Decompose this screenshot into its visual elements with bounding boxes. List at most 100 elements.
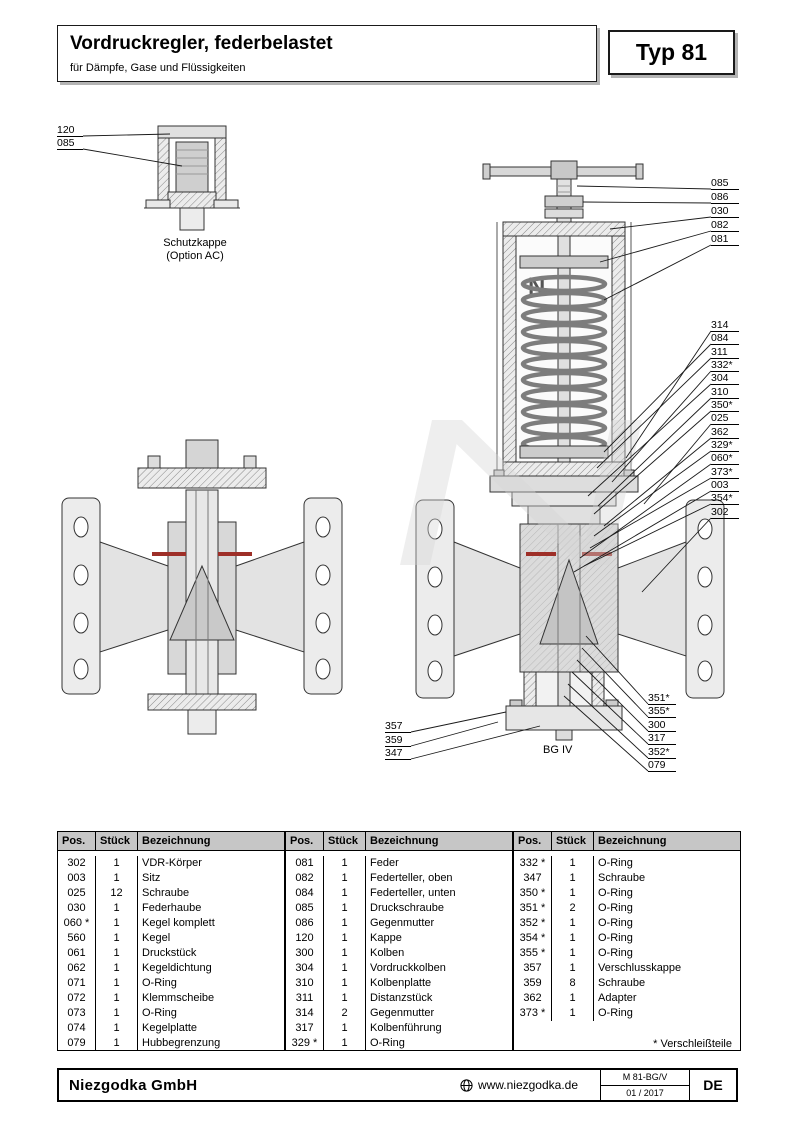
- designation-cell: Vordruckkolben: [365, 960, 513, 976]
- callout-label-302: 302: [711, 506, 739, 519]
- leader-line-082: [599, 230, 712, 263]
- leader-line-352: [567, 683, 649, 759]
- leader-line-085: [576, 185, 712, 190]
- leader-line-351: [585, 635, 649, 705]
- leader-line-079: [563, 695, 649, 772]
- leader-line-003: [573, 490, 712, 573]
- leader-line-025: [643, 423, 712, 505]
- qty-cell: 1: [323, 945, 366, 961]
- pos-cell: 061: [57, 945, 96, 961]
- designation-cell: Gegenmutter: [365, 915, 513, 931]
- pos-cell: 373 *: [513, 1005, 552, 1021]
- qty-cell: 1: [95, 990, 138, 1006]
- qty-cell: 1: [551, 870, 594, 886]
- pos-cell: 084: [285, 885, 324, 901]
- pos-cell: 081: [285, 855, 324, 871]
- qty-cell: 1: [95, 1020, 138, 1036]
- designation-cell: Federhaube: [137, 900, 285, 916]
- designation-cell: Kolben: [365, 945, 513, 961]
- designation-cell: Klemmscheibe: [137, 990, 285, 1006]
- callout-label-314: 314: [711, 319, 739, 332]
- qty-cell: 1: [551, 960, 594, 976]
- leader-line-300: [576, 659, 649, 732]
- pos-cell: 317: [285, 1020, 324, 1036]
- callout-label-060: 060*: [711, 452, 739, 465]
- pos-cell: 347: [513, 870, 552, 886]
- qty-cell: 1: [551, 945, 594, 961]
- column-header: Pos.: [57, 831, 96, 851]
- website-url[interactable]: www.niezgodka.de: [477, 1078, 578, 1092]
- column-header: Bezeichnung: [365, 831, 513, 851]
- leader-line-310: [597, 397, 712, 507]
- leader-line-085: [82, 148, 183, 167]
- callout-label-347: 347: [385, 747, 411, 760]
- pos-cell: 314: [285, 1005, 324, 1021]
- designation-cell: Schraube: [593, 975, 741, 991]
- callout-label-359: 359: [385, 734, 411, 747]
- column-header: Pos.: [513, 831, 552, 851]
- designation-cell: Schraube: [137, 885, 285, 901]
- designation-cell: O-Ring: [593, 945, 741, 961]
- column-header: Stück: [551, 831, 594, 851]
- doc-date: 01 / 2017: [626, 1087, 664, 1098]
- callout-label-355: 355*: [648, 705, 676, 718]
- leader-line-304: [587, 383, 712, 497]
- callout-label-311: 311: [711, 346, 739, 359]
- pos-cell: 030: [57, 900, 96, 916]
- qty-cell: 1: [323, 975, 366, 991]
- callout-label-352: 352*: [648, 746, 676, 759]
- designation-cell: Schraube: [593, 870, 741, 886]
- cap-caption: Schutzkappe (Option AC): [140, 237, 250, 263]
- callout-label-304: 304: [711, 372, 739, 385]
- leader-line-317: [571, 671, 649, 745]
- leader-line-081: [603, 244, 712, 301]
- leader-line-329: [593, 450, 712, 537]
- pos-cell: 304: [285, 960, 324, 976]
- callout-label-300: 300: [648, 719, 676, 732]
- qty-cell: 1: [323, 900, 366, 916]
- leader-line-373: [589, 477, 712, 549]
- cap-caption-line2: (Option AC): [166, 250, 224, 262]
- qty-cell: 1: [323, 930, 366, 946]
- callout-label-310: 310: [711, 386, 739, 399]
- designation-cell: O-Ring: [593, 915, 741, 931]
- designation-cell: Kolbenführung: [365, 1020, 513, 1036]
- column-header: Bezeichnung: [137, 831, 285, 851]
- designation-cell: Kegelplatte: [137, 1020, 285, 1036]
- pos-cell: 085: [285, 900, 324, 916]
- qty-cell: 1: [551, 990, 594, 1006]
- type-label-box: Typ 81: [608, 30, 735, 75]
- pos-cell: 310: [285, 975, 324, 991]
- qty-cell: 2: [323, 1005, 366, 1021]
- website-link[interactable]: www.niezgodka.de: [460, 1070, 578, 1100]
- doc-info: M 81-BG/V 01 / 2017: [600, 1070, 690, 1100]
- footer: Niezgodka GmbH www.niezgodka.de M 81-BG/…: [57, 1068, 738, 1102]
- leader-line-347: [410, 725, 541, 760]
- qty-cell: 1: [323, 990, 366, 1006]
- designation-cell: Distanzstück: [365, 990, 513, 1006]
- company-name: Niezgodka GmbH: [69, 1076, 198, 1094]
- column-header: Bezeichnung: [593, 831, 741, 851]
- leader-line-350: [593, 410, 712, 515]
- spacer: [57, 850, 285, 856]
- qty-cell: 1: [95, 945, 138, 961]
